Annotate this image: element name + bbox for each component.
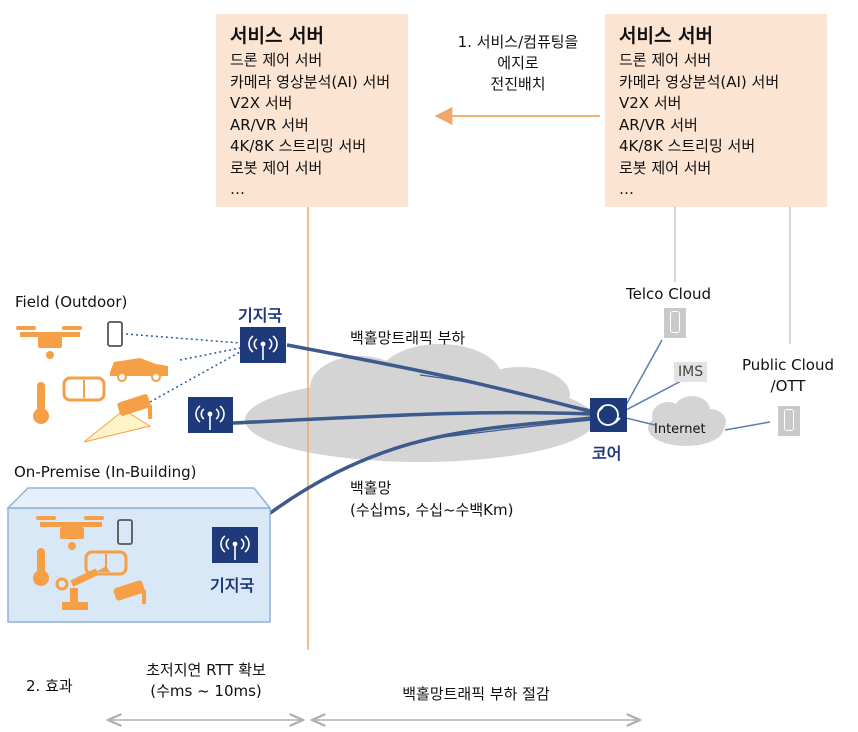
server-item: …	[619, 180, 634, 198]
phone-icon-indoor	[117, 519, 133, 545]
telco-cloud-label: Telco Cloud	[626, 285, 712, 303]
internet-cloud	[648, 396, 726, 446]
thermometer-icon	[33, 382, 49, 424]
server-item: 4K/8K 스트리밍 서버	[619, 137, 756, 155]
field-label: Field (Outdoor)	[15, 293, 128, 311]
server-item: AR/VR 서버	[230, 115, 309, 134]
edge-move-line: 에지로	[497, 54, 539, 72]
effect-label: 2. 효과	[26, 677, 73, 695]
server-item: 4K/8K 스트리밍 서버	[230, 137, 367, 155]
cctv-icon-outdoor	[83, 394, 152, 443]
onpremise-label: On-Premise (In-Building)	[14, 463, 197, 481]
robot-arm-icon	[55, 566, 110, 610]
server-box-central: 서비스 서버 드론 제어 서버 카메라 영상분석(AI) 서버 V2X 서버 A…	[605, 14, 827, 207]
server-item: 드론 제어 서버	[230, 51, 323, 69]
server-title: 서비스 서버	[230, 25, 325, 47]
public-cloud-line: Public Cloud	[741, 356, 834, 374]
server-device-icon-public	[778, 406, 800, 436]
backhaul-label: 백홀망	[350, 479, 392, 497]
base-station-label-top: 기지국	[238, 306, 283, 325]
server-item: 로봇 제어 서버	[619, 158, 712, 177]
antenna-icon-top	[240, 327, 286, 363]
server-item: 드론 제어 서버	[619, 51, 712, 69]
server-item: …	[230, 180, 245, 198]
phone-icon-outdoor	[107, 321, 123, 347]
effect-latency-line: 초저지연 RTT 확보	[146, 661, 266, 679]
antenna-icon-middle	[188, 397, 233, 433]
server-title: 서비스 서버	[619, 25, 714, 47]
vr-headset-icon	[62, 376, 106, 402]
edge-move-line: 전진배치	[490, 75, 546, 93]
antenna-icon-bottom	[212, 527, 258, 563]
edge-move-line: 1. 서비스/컴퓨팅을	[457, 33, 579, 51]
server-item: V2X 서버	[230, 94, 293, 112]
effect-latency-line: (수ms ~ 10ms)	[150, 682, 262, 700]
server-item: 카메라 영상분석(AI) 서버	[619, 72, 780, 91]
effect-traffic: 백홀망트래픽 부하 절감	[402, 685, 550, 703]
server-device-icon-telco	[664, 308, 686, 338]
internet-label: Internet	[654, 422, 706, 437]
backhaul-cloud	[245, 344, 595, 462]
server-item: V2X 서버	[619, 94, 682, 112]
ims-label: IMS	[674, 362, 708, 382]
core-router-icon	[590, 398, 627, 432]
server-item: 로봇 제어 서버	[230, 158, 323, 177]
server-item: AR/VR 서버	[619, 115, 698, 134]
thermometer-icon-indoor	[33, 548, 49, 586]
drone-icon	[16, 326, 82, 359]
server-box-edge: 서비스 서버 드론 제어 서버 카메라 영상분석(AI) 서버 V2X 서버 A…	[216, 14, 408, 207]
drone-icon-indoor	[36, 516, 104, 550]
public-cloud-label: Public Cloud /OTT	[728, 355, 848, 397]
edge-move-label: 1. 서비스/컴퓨팅을 에지로 전진배치	[436, 32, 600, 95]
cctv-icon-indoor	[113, 580, 146, 604]
base-station-label-bottom: 기지국	[210, 576, 255, 595]
backhaul-traffic-label: 백홀망트래픽 부하	[350, 329, 466, 347]
backhaul-spec: (수십ms, 수십~수백Km)	[350, 501, 514, 519]
car-icon	[110, 358, 168, 382]
server-item: 카메라 영상분석(AI) 서버	[230, 72, 391, 91]
public-cloud-line: /OTT	[770, 377, 806, 395]
effect-latency: 초저지연 RTT 확보 (수ms ~ 10ms)	[108, 660, 304, 702]
core-label: 코어	[592, 444, 622, 463]
